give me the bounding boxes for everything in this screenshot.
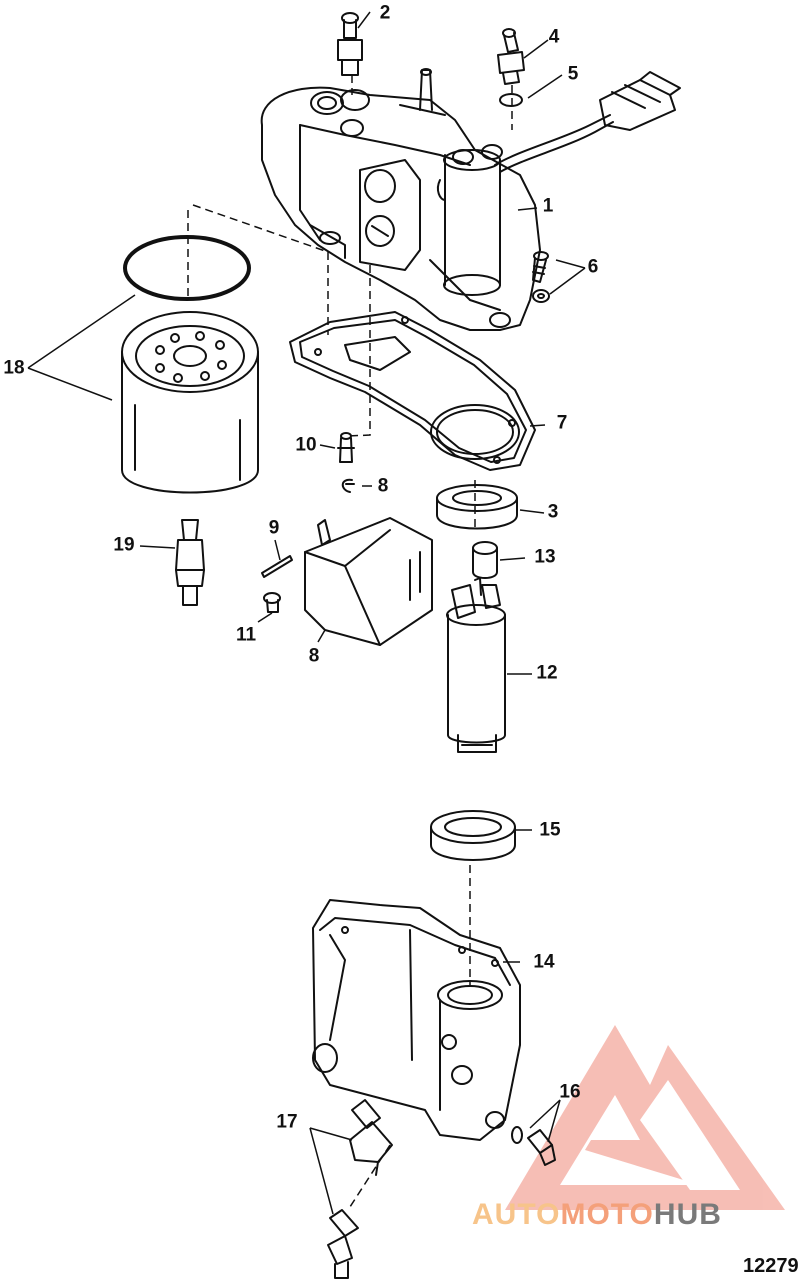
lower-housing-part-14 bbox=[312, 899, 521, 1141]
screw-washer-part-6 bbox=[532, 251, 550, 303]
elbow-fittings-part-17 bbox=[327, 1099, 393, 1279]
figure-number: 12279 bbox=[743, 1255, 799, 1277]
watermark-triangle-logo bbox=[505, 1025, 785, 1210]
seal-part-15 bbox=[430, 810, 516, 861]
callout-5: 5 bbox=[567, 63, 579, 85]
callout-16: 16 bbox=[559, 1081, 581, 1103]
seal-part-3 bbox=[436, 484, 518, 530]
screw-part-11 bbox=[263, 592, 281, 613]
watermark-word-moto: MOTO bbox=[560, 1198, 654, 1231]
callout-3: 3 bbox=[547, 501, 559, 523]
watermark-word-auto: AUTO bbox=[472, 1198, 561, 1231]
callout-8-cover: 8 bbox=[308, 645, 320, 667]
callout-8-clip: 8 bbox=[377, 475, 389, 497]
fuel-pump-part-12 bbox=[446, 577, 506, 753]
callout-14: 14 bbox=[533, 951, 555, 973]
fitting-part-19 bbox=[175, 519, 205, 606]
callout-9: 9 bbox=[268, 517, 280, 539]
callout-13: 13 bbox=[534, 546, 556, 568]
cover-part-8 bbox=[304, 517, 433, 646]
callout-10: 10 bbox=[295, 434, 317, 456]
clip-part-8 bbox=[341, 478, 355, 493]
o-ring-part-18 bbox=[123, 235, 251, 301]
callout-15: 15 bbox=[539, 819, 561, 841]
alignment-lines bbox=[187, 75, 513, 1211]
callout-1: 1 bbox=[542, 195, 554, 217]
fuel-pump-housing-part bbox=[260, 68, 681, 331]
callout-17: 17 bbox=[276, 1111, 298, 1133]
callout-4: 4 bbox=[548, 26, 560, 48]
o-ring-part-5 bbox=[499, 93, 523, 107]
callout-2: 2 bbox=[379, 2, 391, 24]
callout-7: 7 bbox=[556, 412, 568, 434]
callout-18: 18 bbox=[3, 357, 25, 379]
fuel-filter-part-18 bbox=[121, 311, 259, 494]
pin-part-9 bbox=[261, 555, 293, 578]
gasket-part-7 bbox=[289, 311, 536, 471]
watermark-text: AUTOMOTOHUB bbox=[472, 1198, 722, 1232]
callout-19: 19 bbox=[113, 534, 135, 556]
watermark-word-hub: HUB bbox=[653, 1198, 722, 1231]
fitting-part-16 bbox=[511, 1126, 556, 1166]
fitting-part-2 bbox=[337, 12, 363, 76]
callout-6: 6 bbox=[587, 256, 599, 278]
callout-12: 12 bbox=[536, 662, 558, 684]
leader-lines bbox=[27, 11, 586, 1215]
fitting-part-4 bbox=[497, 28, 525, 85]
small-part-10 bbox=[337, 432, 355, 463]
sleeve-part-13 bbox=[472, 541, 498, 579]
callout-11: 11 bbox=[235, 624, 257, 646]
